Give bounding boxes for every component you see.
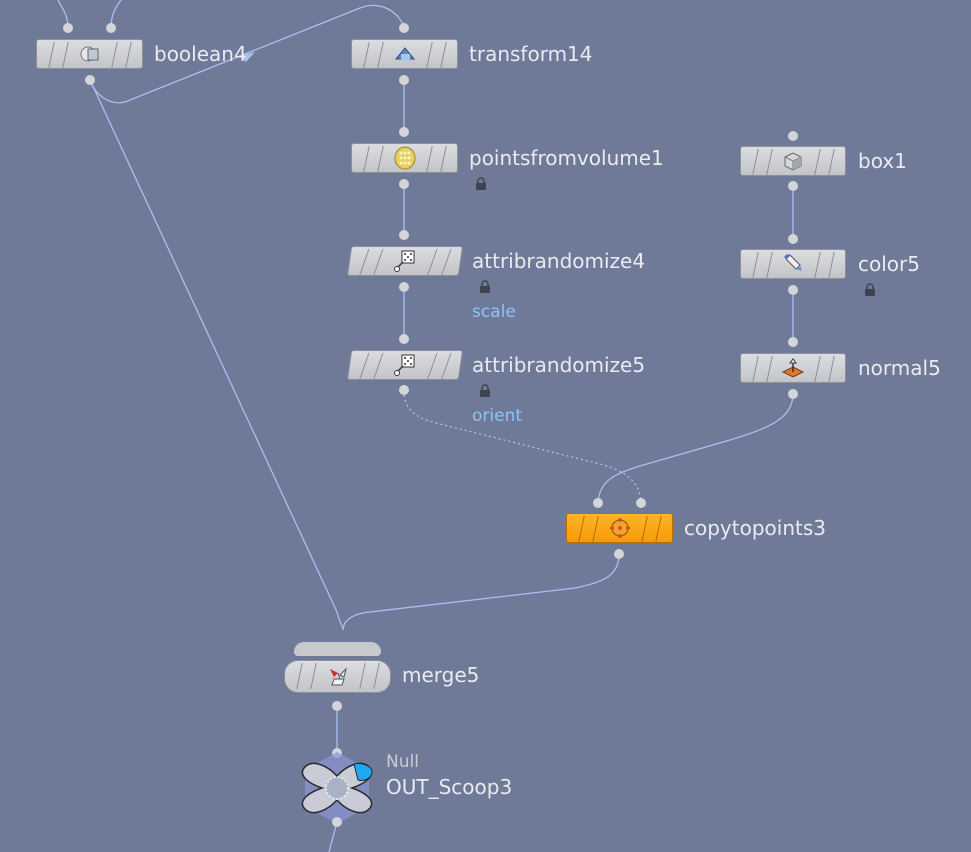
- copy-to-points-icon: [607, 516, 633, 540]
- node-body[interactable]: [740, 249, 846, 279]
- attribute-randomize-icon: [392, 353, 418, 377]
- input-port-b[interactable]: [106, 23, 116, 33]
- merge-icon: [325, 665, 351, 689]
- node-label: color5: [858, 252, 920, 276]
- output-port[interactable]: [399, 385, 409, 395]
- node-body[interactable]: [346, 350, 464, 380]
- input-port-geometry[interactable]: [593, 498, 603, 508]
- node-label: normal5: [858, 356, 941, 380]
- output-port[interactable]: [399, 282, 409, 292]
- node-label: boolean4: [154, 42, 247, 66]
- input-port[interactable]: [788, 131, 798, 141]
- node-label: attribrandomize5: [472, 353, 646, 377]
- input-port[interactable]: [399, 127, 409, 137]
- output-port[interactable]: [788, 389, 798, 399]
- node-body[interactable]: [284, 660, 391, 693]
- wire-boolean4-transform14: [89, 4, 405, 104]
- node-attribute-label: scale: [472, 302, 516, 322]
- node-type-label: Null: [386, 752, 419, 772]
- output-port[interactable]: [788, 285, 798, 295]
- input-port[interactable]: [788, 234, 798, 244]
- node-label: box1: [858, 149, 907, 173]
- node-label: transform14: [469, 42, 593, 66]
- output-port[interactable]: [788, 181, 798, 191]
- lock-icon[interactable]: [474, 176, 488, 190]
- node-label: copytopoints3: [684, 516, 826, 540]
- null-icon[interactable]: [292, 752, 382, 824]
- output-port[interactable]: [332, 701, 342, 711]
- output-port[interactable]: [399, 179, 409, 189]
- input-port[interactable]: [399, 230, 409, 240]
- node-body[interactable]: [346, 246, 464, 276]
- node-label: merge5: [402, 663, 480, 687]
- node-label: attribrandomize4: [472, 249, 646, 273]
- output-port[interactable]: [614, 549, 624, 559]
- transform-icon: [392, 42, 418, 66]
- input-port[interactable]: [399, 23, 409, 33]
- node-body[interactable]: [351, 143, 458, 173]
- node-body[interactable]: [566, 513, 673, 543]
- box-icon: [780, 149, 806, 173]
- lock-icon[interactable]: [478, 279, 492, 293]
- lock-icon[interactable]: [478, 383, 492, 397]
- input-port[interactable]: [788, 337, 798, 347]
- node-body[interactable]: [740, 353, 846, 383]
- output-port[interactable]: [85, 75, 95, 85]
- input-port-a[interactable]: [63, 23, 73, 33]
- output-port[interactable]: [399, 75, 409, 85]
- node-body[interactable]: [36, 39, 143, 69]
- node-label: OUT_Scoop3: [386, 775, 513, 799]
- wire-normal5-copytopoints3: [597, 393, 794, 503]
- normal-icon: [780, 356, 806, 380]
- wire-arrow-marker: [240, 52, 255, 62]
- node-body[interactable]: [740, 146, 846, 176]
- points-from-volume-icon: [392, 146, 418, 170]
- lock-icon[interactable]: [863, 282, 877, 296]
- node-attribute-label: orient: [472, 406, 523, 426]
- input-port[interactable]: [399, 334, 409, 344]
- node-body[interactable]: [351, 39, 458, 69]
- input-port-points[interactable]: [636, 498, 646, 508]
- wire-boolean4-merge5: [89, 79, 344, 629]
- attribute-randomize-icon: [392, 249, 418, 273]
- merge-input-bar[interactable]: [294, 642, 381, 656]
- boolean-icon: [77, 42, 103, 66]
- wire-attribrandomize5-copytopoints3: [403, 389, 642, 503]
- wire-out-down: [328, 821, 338, 852]
- output-port[interactable]: [332, 817, 342, 827]
- wire-copytopoints3-merge5: [342, 553, 620, 631]
- color-icon: [780, 252, 806, 276]
- node-label: pointsfromvolume1: [469, 146, 664, 170]
